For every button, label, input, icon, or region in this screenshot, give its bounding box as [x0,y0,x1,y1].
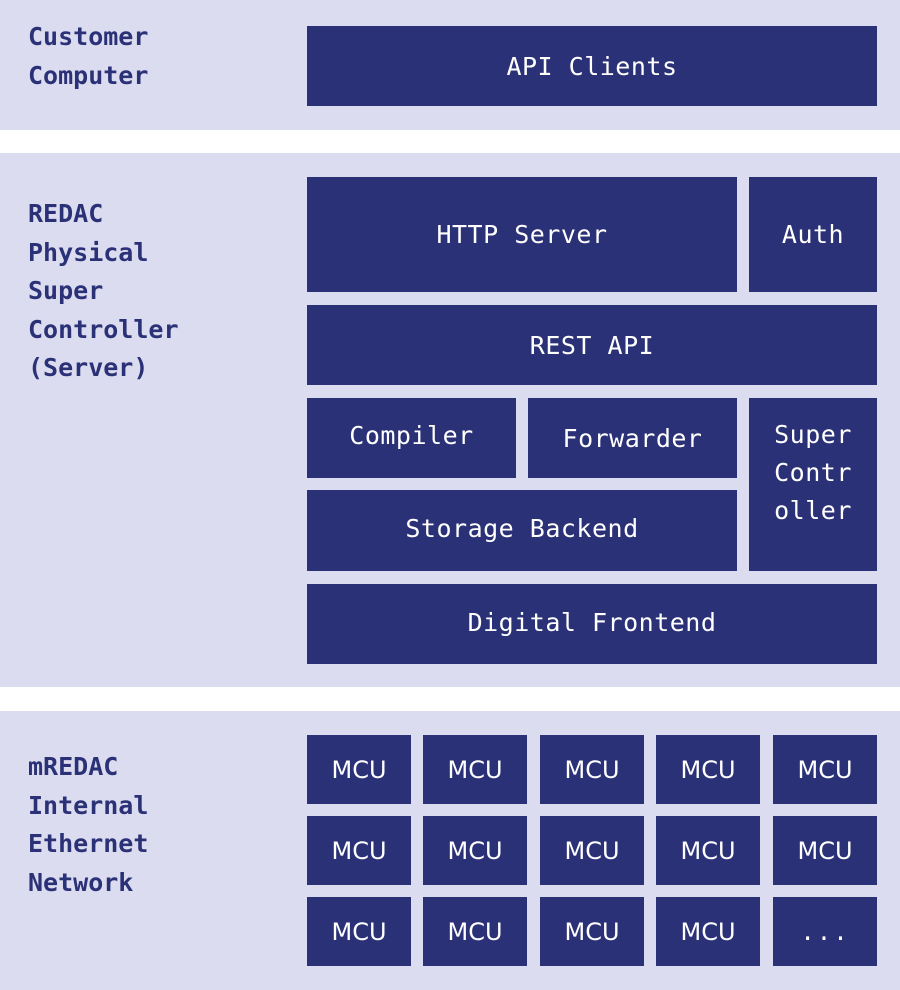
network-label: mREDAC Internal Ethernet Network [28,752,149,897]
mcu-node: MCU [540,897,644,966]
mcu-node: MCU [423,735,527,804]
storage-backend-block: Storage Backend [307,490,737,571]
http-server-block: HTTP Server [307,177,737,292]
mcu-node: MCU [773,735,877,804]
mcu-node: MCU [540,816,644,885]
api-clients-block: API Clients [307,26,877,106]
super-controller-block: Super Contr oller [749,398,877,571]
mcu-node: MCU [540,735,644,804]
forwarder-block: Forwarder [528,398,737,478]
ellipsis-node: ... [773,897,877,966]
server-label: REDAC Physical Super Controller (Server) [28,199,179,382]
customer-computer-label: Customer Computer [28,22,149,90]
digital-frontend-block: Digital Frontend [307,584,877,664]
compiler-block: Compiler [307,398,516,478]
mcu-node: MCU [656,816,760,885]
mcu-node: MCU [307,897,411,966]
mcu-node: MCU [307,735,411,804]
auth-block: Auth [749,177,877,292]
mcu-node: MCU [656,735,760,804]
mcu-node: MCU [656,897,760,966]
rest-api-block: REST API [307,305,877,385]
mcu-node: MCU [773,816,877,885]
mcu-node: MCU [423,897,527,966]
mcu-node: MCU [307,816,411,885]
mcu-node: MCU [423,816,527,885]
